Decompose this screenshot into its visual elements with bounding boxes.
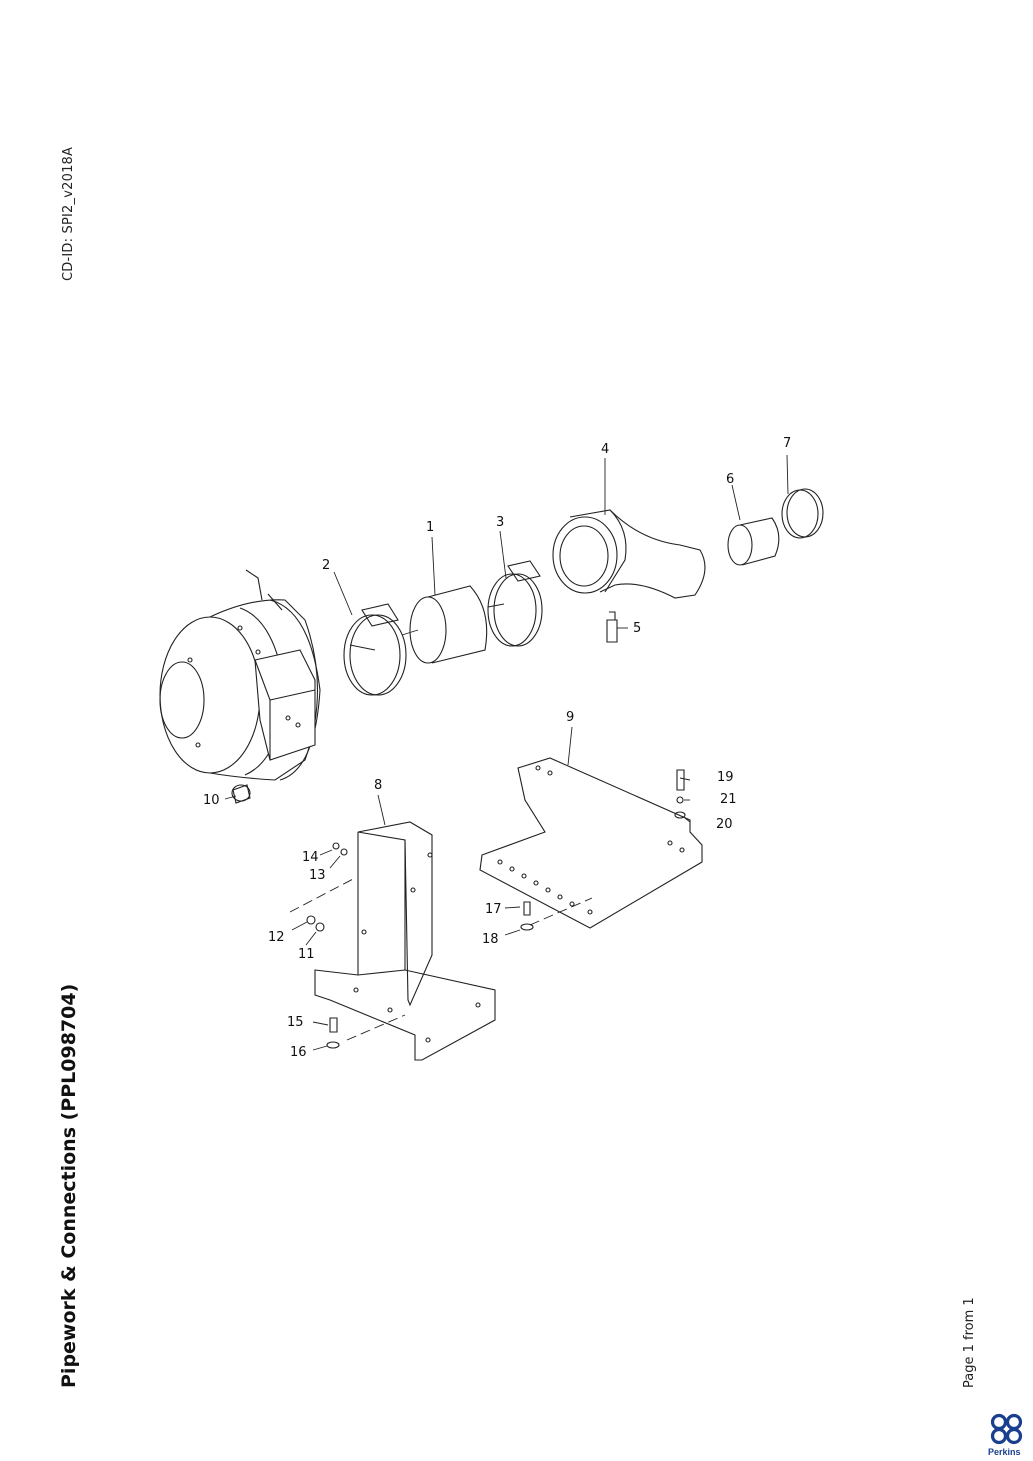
air-cleaner-housing [159, 569, 321, 781]
callout-1: 1 [426, 520, 434, 535]
callout-17: 17 [485, 902, 502, 917]
callout-21: 21 [720, 792, 737, 807]
callout-2: 2 [322, 558, 330, 573]
part-2-hose-clamp [343, 603, 407, 696]
callout-3: 3 [496, 515, 504, 530]
callout-18: 18 [482, 932, 499, 947]
callout-4: 4 [601, 442, 609, 457]
part-7-clamp [781, 488, 824, 539]
part-9-mounting-plate [479, 757, 703, 929]
part-8-support-bracket [314, 821, 496, 1061]
callout-12: 12 [268, 930, 285, 945]
part-4-elbow-pipe [552, 509, 706, 599]
part-3-hose-clamp [487, 560, 543, 647]
callout-10: 10 [203, 793, 220, 808]
callout-9: 9 [566, 710, 574, 725]
callout-labels: 1 2 3 4 5 6 7 8 9 10 11 12 13 14 15 16 1… [203, 436, 791, 1060]
callout-11: 11 [298, 947, 315, 962]
callout-6: 6 [726, 472, 734, 487]
perkins-logo-icon [990, 1413, 1023, 1445]
callout-19: 19 [717, 770, 734, 785]
callout-13: 13 [309, 868, 326, 883]
callout-16: 16 [290, 1045, 307, 1060]
fasteners [306, 769, 686, 1049]
callout-5: 5 [633, 621, 641, 636]
callout-7: 7 [783, 436, 791, 451]
callout-14: 14 [302, 850, 319, 865]
callout-leaders [224, 454, 789, 1051]
part-5-fitting [606, 611, 618, 643]
callout-15: 15 [287, 1015, 304, 1030]
brand-name: Perkins [988, 1447, 1021, 1457]
callout-8: 8 [374, 778, 382, 793]
part-6-sleeve [727, 517, 780, 566]
callout-20: 20 [716, 817, 733, 832]
part-10-cap [231, 784, 251, 804]
part-1-hose [409, 585, 488, 664]
